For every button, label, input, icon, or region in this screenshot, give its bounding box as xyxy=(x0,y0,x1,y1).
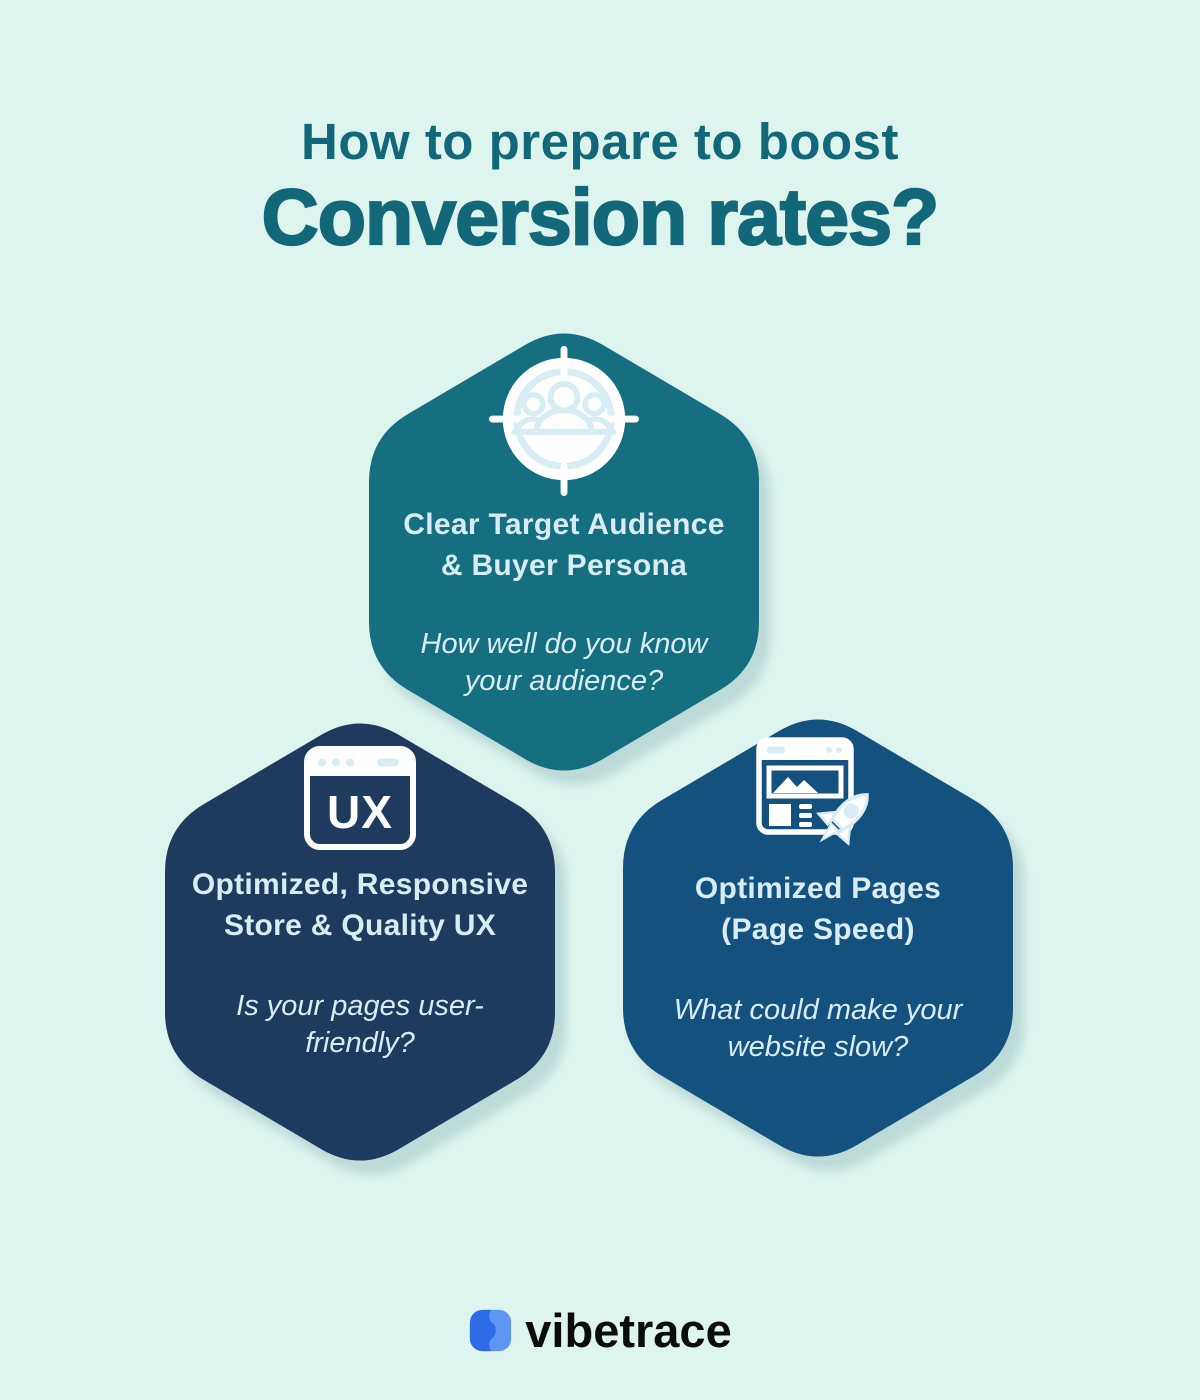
hexagon-shape xyxy=(165,723,555,1161)
page-speed-rocket-icon xyxy=(756,736,880,854)
target-audience-icon xyxy=(489,346,639,496)
question-line: Is your pages user- xyxy=(236,990,484,1022)
question-line: What could make your xyxy=(673,994,963,1026)
hexagon-target-audience: Clear Target Audience & Buyer Persona Ho… xyxy=(369,322,759,782)
hexagon-heading: Optimized, Responsive Store & Quality UX xyxy=(192,864,528,946)
ux-browser-icon: UX xyxy=(304,746,416,850)
ux-icon-label: UX xyxy=(327,786,393,838)
hexagon-store-ux: UX Optimized, Responsive Store & Quality… xyxy=(165,712,555,1172)
brand-name: vibetrace xyxy=(525,1304,732,1357)
hexagon-page-speed: Optimized Pages (Page Speed) What could … xyxy=(623,708,1013,1168)
page-title: How to prepare to boost Conversion rates… xyxy=(0,112,1200,261)
question-line: website slow? xyxy=(727,1031,909,1063)
title-line-1: How to prepare to boost xyxy=(301,113,899,170)
question-line: your audience? xyxy=(464,665,664,697)
hexagon-heading: Optimized Pages (Page Speed) xyxy=(695,868,941,950)
brand-logo: vibetrace xyxy=(0,1303,1200,1358)
heading-line: & Buyer Persona xyxy=(440,549,688,582)
hexagon-shape xyxy=(369,333,759,771)
heading-line: (Page Speed) xyxy=(721,913,915,946)
heading-line: Clear Target Audience xyxy=(403,508,725,541)
vibetrace-logo-icon xyxy=(470,1309,512,1352)
question-line: friendly? xyxy=(305,1027,415,1059)
title-line-2: Conversion rates? xyxy=(261,172,941,261)
question-line: How well do you know xyxy=(420,628,708,660)
hexagon-heading: Clear Target Audience & Buyer Persona xyxy=(403,504,724,586)
hexagon-question: What could make your website slow? xyxy=(674,992,963,1066)
hexagon-question: How well do you know your audience? xyxy=(421,626,708,700)
hexagon-shape xyxy=(623,719,1013,1157)
rocket-glyph xyxy=(816,793,869,846)
hexagon-question: Is your pages user- friendly? xyxy=(236,988,484,1062)
heading-line: Store & Quality UX xyxy=(223,909,497,942)
heading-line: Optimized Pages xyxy=(694,872,942,905)
heading-line: Optimized, Responsive xyxy=(191,868,529,901)
